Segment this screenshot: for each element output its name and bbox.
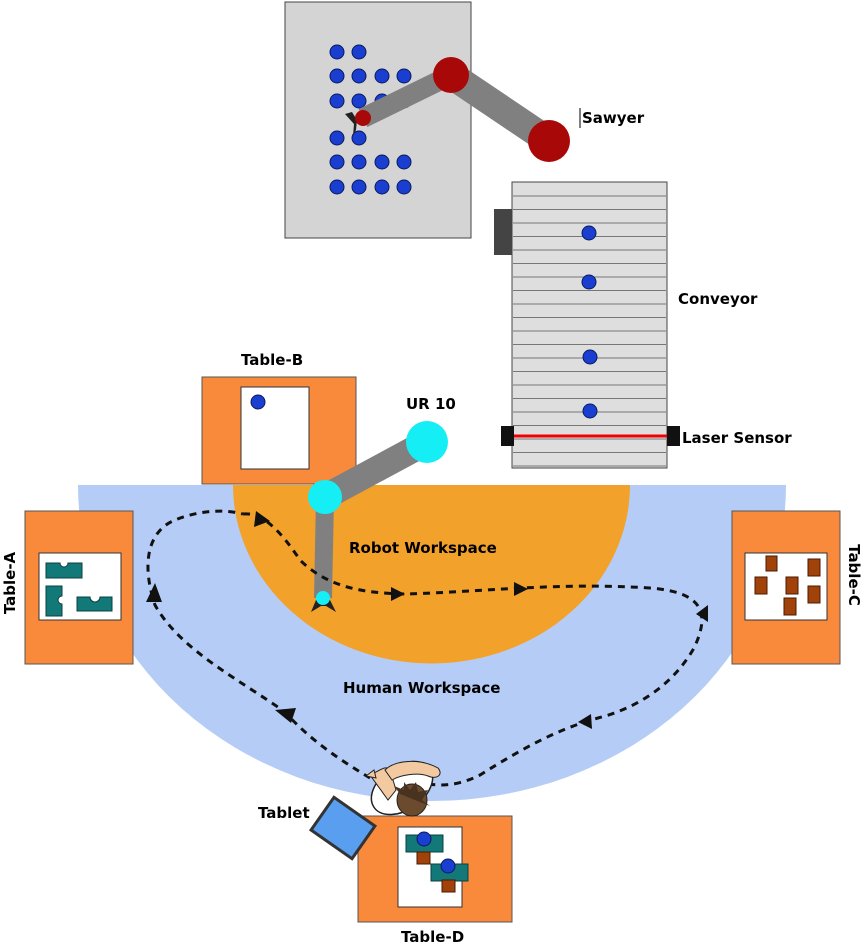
robot-workspace-label: Robot Workspace bbox=[349, 539, 497, 557]
conveyor-part bbox=[582, 349, 598, 365]
table-b-part bbox=[250, 394, 266, 410]
brown-part bbox=[807, 585, 821, 604]
conveyor-label: Conveyor bbox=[678, 290, 758, 308]
table-c-label: Table-C bbox=[845, 544, 863, 606]
table-a bbox=[24, 510, 134, 665]
conveyor bbox=[494, 181, 680, 469]
sensor-block-icon bbox=[667, 426, 680, 446]
sawyer-part bbox=[396, 179, 412, 195]
conveyor-part bbox=[581, 225, 597, 241]
sawyer-part bbox=[351, 130, 367, 146]
person-topview-icon bbox=[364, 760, 441, 817]
puzzle-piece bbox=[76, 596, 113, 612]
sawyer-part bbox=[329, 154, 345, 170]
laser-sensor-label: Laser Sensor bbox=[682, 429, 792, 447]
conveyor-motor bbox=[494, 209, 513, 255]
sawyer-part bbox=[374, 154, 390, 170]
table-a-label: Table-A bbox=[1, 551, 19, 614]
brown-part bbox=[785, 576, 799, 595]
puzzle-piece bbox=[45, 562, 83, 579]
table-b bbox=[201, 376, 357, 485]
path-arrowheads bbox=[146, 511, 708, 729]
sawyer-part bbox=[351, 93, 367, 109]
human-path bbox=[146, 509, 704, 787]
table-d-label: Table-D bbox=[401, 928, 464, 944]
sensor-block-icon bbox=[501, 426, 514, 446]
table-c bbox=[731, 510, 841, 665]
sawyer-part bbox=[351, 68, 367, 84]
table-b-label: Table-B bbox=[241, 351, 303, 369]
sawyer-part bbox=[374, 68, 390, 84]
brown-part bbox=[765, 555, 778, 572]
sawyer-part bbox=[374, 179, 390, 195]
brown-part bbox=[754, 576, 768, 595]
table-d bbox=[357, 815, 513, 923]
tablet-label: Tablet bbox=[258, 804, 310, 822]
sawyer-part bbox=[351, 154, 367, 170]
sawyer-part bbox=[396, 68, 412, 84]
sawyer-part bbox=[329, 68, 345, 84]
sawyer-part bbox=[329, 130, 345, 146]
puzzle-piece bbox=[45, 585, 63, 617]
sawyer-part bbox=[396, 154, 412, 170]
ur10-label: UR 10 bbox=[406, 395, 456, 413]
sawyer-part bbox=[329, 93, 345, 109]
brown-part bbox=[783, 597, 797, 616]
conveyor-part bbox=[582, 403, 598, 419]
sawyer-cell bbox=[284, 1, 570, 239]
sawyer-part bbox=[351, 179, 367, 195]
sawyer-robot-arm-icon bbox=[345, 57, 570, 162]
human-workspace-label: Human Workspace bbox=[343, 679, 500, 697]
conveyor-part bbox=[581, 274, 597, 290]
sawyer-part bbox=[351, 44, 367, 60]
sawyer-part bbox=[329, 44, 345, 60]
ur10-robot-arm-icon bbox=[308, 421, 448, 612]
sawyer-label: Sawyer bbox=[582, 109, 645, 127]
sawyer-part bbox=[329, 179, 345, 195]
brown-part bbox=[807, 558, 821, 577]
tablet-icon bbox=[308, 795, 378, 861]
